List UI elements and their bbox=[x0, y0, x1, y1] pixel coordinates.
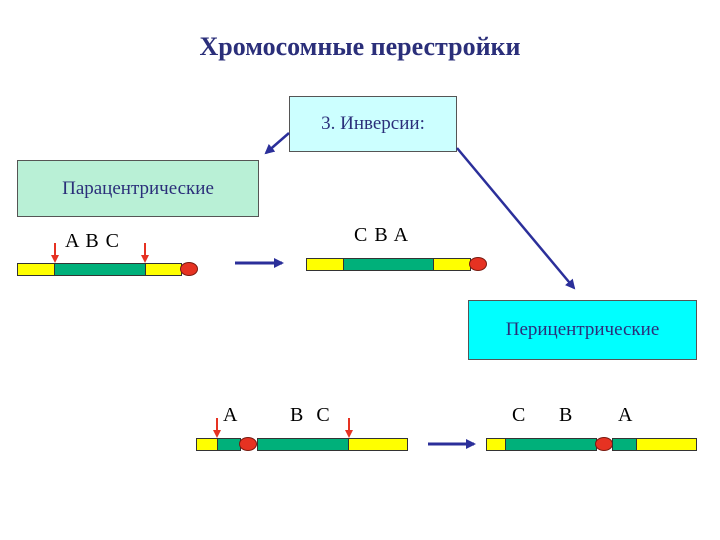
label-c-after: C bbox=[512, 404, 527, 426]
pericentric-box: Перицентрические bbox=[468, 300, 697, 360]
label-abc-before: A B C bbox=[65, 230, 121, 252]
label-cba-after: C B A bbox=[354, 224, 410, 246]
centromere bbox=[469, 257, 487, 271]
arrow-to-paracentric bbox=[264, 132, 290, 155]
paracentric-box: Парацентрические bbox=[17, 160, 259, 217]
page-title: Хромосомные перестройки bbox=[199, 32, 521, 61]
label-b-after: B bbox=[559, 404, 574, 426]
label-a-after: A bbox=[618, 404, 634, 426]
centromere bbox=[180, 262, 198, 276]
arrow-to-pericentric bbox=[456, 147, 576, 290]
segment-yellow-right bbox=[348, 438, 408, 451]
segment-yellow-right bbox=[636, 438, 697, 451]
label-a-before: A bbox=[223, 404, 239, 426]
inversion-box: 3. Инверсии: bbox=[289, 96, 457, 152]
label-bc-before: B C bbox=[290, 404, 331, 426]
centromere bbox=[239, 437, 257, 451]
